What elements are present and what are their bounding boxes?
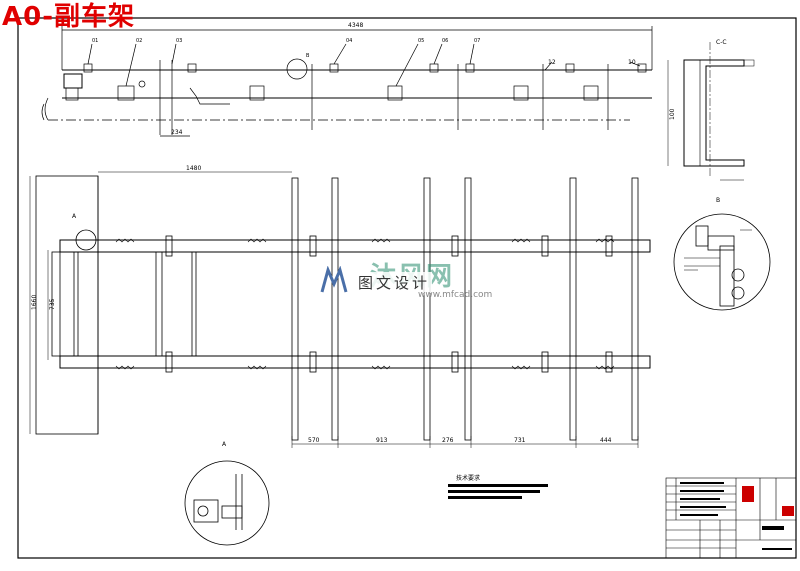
title-block-red-mark-2 [782,506,794,516]
section-dim-100: 100 [669,108,676,120]
bottom-dim-2: 913 [376,437,388,444]
drawing-title: A0-副车架 [2,2,136,32]
svg-text:B: B [306,53,310,59]
bottom-dim-5: 444 [600,437,612,444]
dim-1660: 1660 [31,295,38,310]
dim-735: 735 [49,298,56,310]
bottom-dim-3: 276 [442,437,454,444]
detail-b-view [673,213,771,311]
section-view [667,42,755,181]
title-block [665,477,797,559]
svg-text:06: 06 [442,38,448,44]
svg-text:03: 03 [176,38,182,44]
svg-text:04: 04 [346,38,352,44]
detail-a-label: A [222,441,227,448]
dim-234: 234 [171,129,183,136]
dim-1480: 1480 [186,165,201,172]
detail-a-marker: A [72,213,77,220]
tag-12: 12 [548,59,556,66]
svg-text:05: 05 [418,38,424,44]
svg-text:01: 01 [92,38,98,44]
tech-requirements-title: 技术要求 [456,474,480,482]
side-view [41,26,653,137]
tech-requirements-lines [448,484,548,499]
side-view-labels: 01 02 03 04 05 06 07 B [92,38,480,59]
bottom-dim-1: 570 [308,437,320,444]
section-label: C-C [716,39,727,46]
drawing-border [17,17,797,559]
overall-length-dim: 4348 [348,22,363,29]
plan-view [29,171,651,448]
detail-a-view [184,460,270,546]
tag-10: 10 [628,59,636,66]
detail-b-label: B [716,197,720,204]
bottom-dim-4: 731 [514,437,526,444]
title-block-red-mark [742,486,754,502]
title-block-fills [680,482,792,550]
svg-text:02: 02 [136,38,142,44]
svg-text:07: 07 [474,38,480,44]
